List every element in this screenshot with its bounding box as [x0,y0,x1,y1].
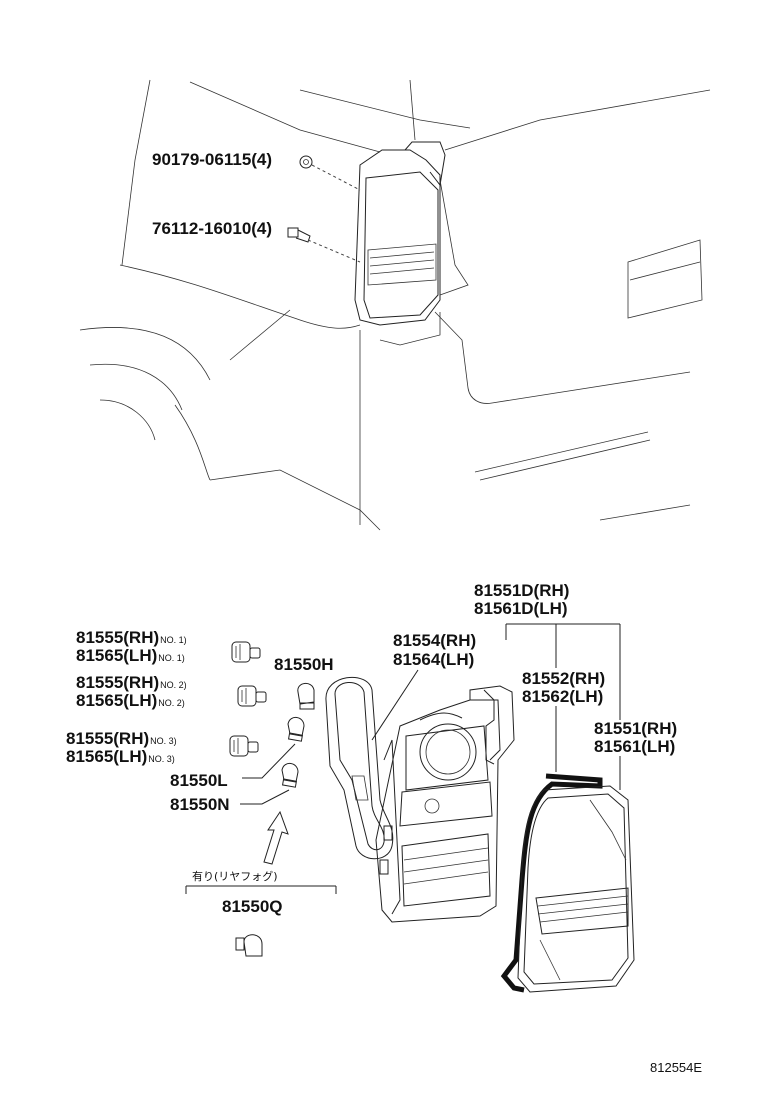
bulb-q-icon [235,934,263,957]
label-bulb-n: 81550N [170,795,230,814]
vehicle-rear-illustration [79,79,711,531]
lamp-housing [375,685,515,923]
label-bolt: 76112-16010(4) [152,219,272,238]
lens-gasket [500,773,603,993]
bolt-icon [287,227,311,243]
label-socket3-lh: 81565(LH)NO. 3) [66,747,175,766]
label-lens-assy-rh: 81551D(RH) [474,581,569,600]
label-bulb-q: 81550Q [222,897,283,916]
socket-icon-3 [229,735,259,757]
label-rear-fog-note: 有り(リヤフォグ) [192,869,278,883]
label-socket2-rh: 81555(RH)NO. 2) [76,673,187,692]
label-nut: 90179-06115(4) [152,150,272,169]
outer-lens [517,785,635,993]
gasket-outline [325,676,394,860]
label-body-rh: 81554(RH) [393,631,476,650]
label-socket1-rh: 81555(RH)NO. 1) [76,628,187,647]
nut-icon [299,155,313,169]
label-socket1-lh: 81565(LH)NO. 1) [76,646,185,665]
label-bulb-h: 81550H [274,655,334,674]
label-socket2-lh: 81565(LH)NO. 2) [76,691,185,710]
bulb-n-icon [281,763,299,788]
label-socket3-rh: 81555(RH)NO. 3) [66,729,177,748]
label-gasket-lh: 81562(LH) [522,687,603,706]
label-lens-lh: 81561(LH) [594,737,675,756]
label-gasket-rh: 81552(RH) [522,669,605,688]
diagram-ref-code: 812554E [650,1060,702,1075]
bulb-h-icon [297,683,315,710]
bulb-l-icon [287,717,305,742]
label-lens-rh: 81551(RH) [594,719,677,738]
up-arrow-icon [263,810,289,865]
label-lens-assy-lh: 81561D(LH) [474,599,568,618]
label-bulb-l: 81550L [170,771,228,790]
socket-icon-1 [231,641,261,663]
label-body-lh: 81564(LH) [393,650,474,669]
socket-icon-2 [237,685,267,707]
